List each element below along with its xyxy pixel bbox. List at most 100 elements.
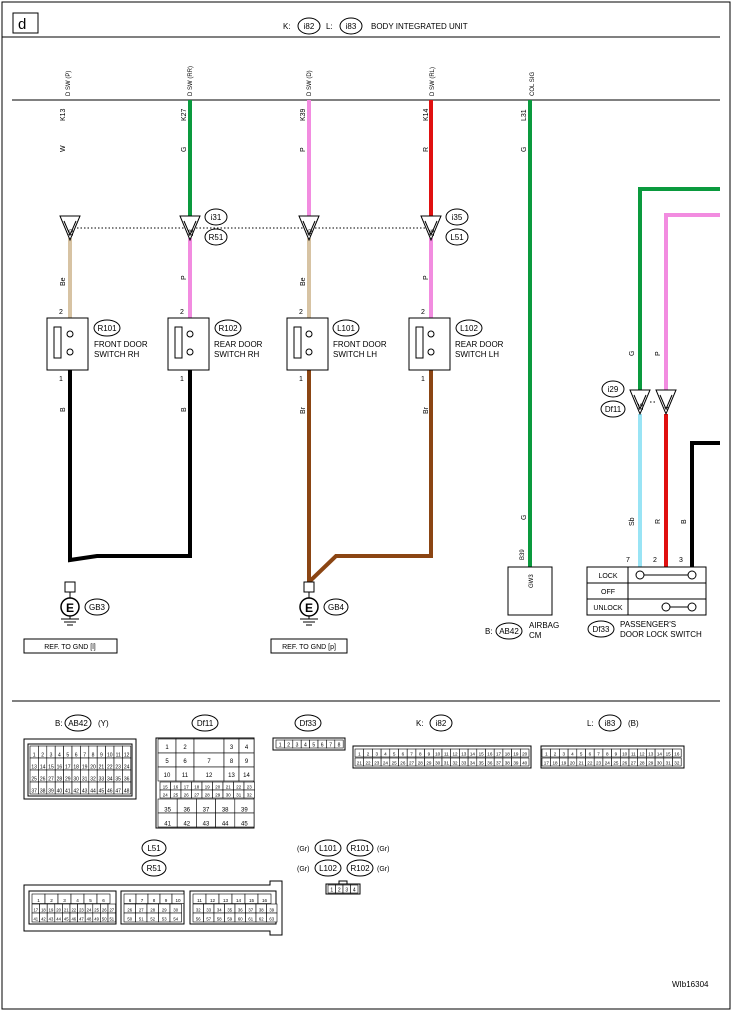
switch-4-pin-bottom: 1 [421,376,425,383]
connector-pin-number: 5 [580,751,583,756]
connector-pin-number: 60 [238,916,243,921]
ground-gb4: E GB4 [299,581,349,626]
connector-pin-number: 12 [452,751,458,756]
connector-pin-number: 42 [41,916,46,921]
joint-l51: L51 [450,233,464,242]
lock-row-lock: LOCK [598,573,617,580]
out-wire-2: B [181,407,188,412]
connector-pin-number: 8 [338,742,341,748]
connector-pin-number: 26 [184,792,189,797]
connector-pin-number: 46 [107,788,113,794]
airbag-pin: B39 [520,549,526,560]
connector-pin-number: 27 [631,760,637,765]
header-title: BODY INTEGRATED UNIT [371,22,468,31]
connector-cavity [193,738,225,754]
lock-wire-sb: Sb [629,517,636,526]
connector-pin-number: 2 [50,898,53,903]
switch-2-pin-bottom: 1 [180,376,184,383]
connector-pin-number: 6 [129,898,132,903]
connector-pin-number: 29 [215,792,220,797]
connector-pin-number: 28 [418,760,424,765]
wire-color-2: G [181,147,188,152]
connector-pin-number: 36 [487,760,493,765]
switch-1-pin-top: 2 [59,309,63,316]
connector-pin-number: 7 [207,759,211,765]
connector-pin-number: 12 [124,752,130,758]
connector-pin-number: 57 [206,916,211,921]
small-code-3: L102 [319,864,337,873]
connector-cavity [96,893,111,904]
connector-pin-number: 15 [163,784,168,789]
rear-door-switch-rh: 2 1 [167,309,210,383]
connector-cavity [350,884,359,894]
conn-i83-code: i83 [605,719,616,728]
conn-i83-color: (B) [628,719,639,728]
connector-cavity [519,757,530,767]
connector-pin-number: 4 [571,751,574,756]
pin-top-3: D SW (D) [307,70,313,96]
connector-pin-number: 34 [217,907,222,912]
ground-gb3: E GB3 [60,581,110,626]
connector-pin-number: 3 [345,887,348,893]
connector-pin-number: 28 [57,776,63,782]
connector-pin-number: 42 [73,788,79,794]
connector-pin-number: 20 [570,760,576,765]
connector-pin-number: 40 [522,760,528,765]
connector-pin-number: 6 [75,752,78,758]
conn-ab42-prefix: B: [55,719,63,728]
connector-pin-number: 15 [249,898,255,903]
figure-id: WIb16304 [672,980,709,989]
connector-pin-number: 42 [183,821,190,827]
connector-pin-number: 25 [173,792,178,797]
connector-pin-number: 30 [173,907,178,912]
pin-top-4: D SW (RL) [430,67,436,96]
out-wire-3: Br [300,406,307,414]
small-color-4: (Gr) [377,866,389,873]
connector-pin-number: 23 [115,764,121,770]
ground-letter-1: E [66,601,74,615]
connector-pin-number: 4 [384,751,387,756]
joint-i35: i35 [452,213,463,222]
connector-pin-number: 7 [83,752,86,758]
switch-code-l102: L102 [460,324,478,333]
connector-pin-number: 29 [648,760,654,765]
connector-pin-number: 18 [505,751,511,756]
connector-pin-number: 44 [56,916,61,921]
connector-pin-number: 62 [259,916,264,921]
ground-ref-box-1 [23,638,118,654]
conn-i82-prefix: K: [416,719,424,728]
switch-code-r101: R101 [97,324,117,333]
connector-pin-number: 56 [196,916,201,921]
connector-pin-number: 30 [435,760,441,765]
conn-r51-code: R51 [147,864,162,873]
connector-pin-number: 30 [657,760,663,765]
lock-switch-name-1: PASSENGER'S [620,620,676,629]
connector-pin-number: 27 [48,776,54,782]
connector-pin-number: 13 [461,751,467,756]
door-lock-switch-table: LOCK OFF UNLOCK [586,566,707,616]
connector-pin-number: 23 [596,760,602,765]
wire-lock-pink [664,213,720,390]
connector-pin-number: 14 [236,898,242,903]
connector-cavity [672,748,682,758]
connector-pin-number: 43 [49,916,54,921]
inline-pin-2: 28 [189,229,195,236]
lock-joint-badge-i29 [601,380,625,398]
connector-pin-number: 9 [165,898,168,903]
connector-pin-number: 22 [71,907,76,912]
connector-pin-number: 46 [71,916,76,921]
conn-ab42-color: (Y) [98,719,109,728]
connector-pin-number: 11 [182,773,189,779]
lock-wire-g: G [629,351,636,356]
connector-pin-number: 10 [622,751,628,756]
connector-pin-number: 48 [124,788,130,794]
connector-cavity [243,789,255,799]
wire-color-5: G [521,147,528,152]
connector-pin-number: 13 [228,773,235,779]
connector-pin-number: 12 [210,898,216,903]
